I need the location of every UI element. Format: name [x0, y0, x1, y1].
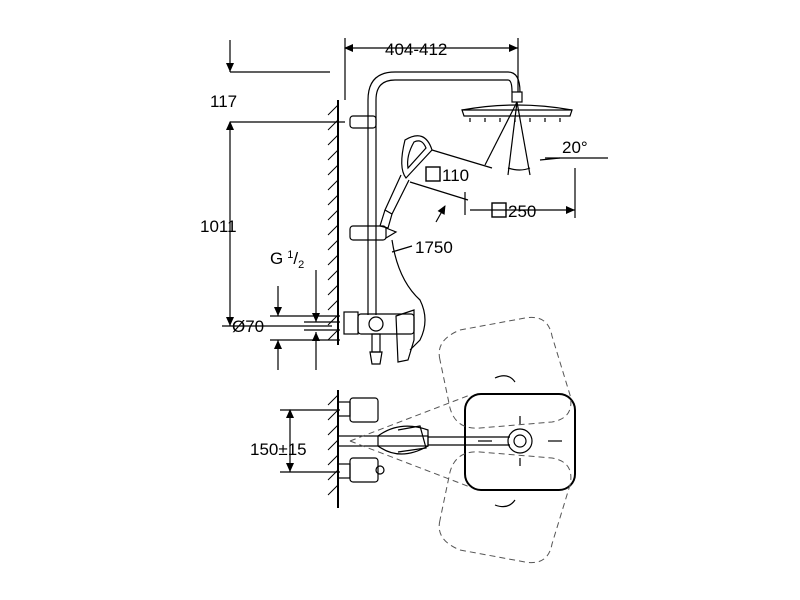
- width-span-label: 404-412: [385, 40, 447, 59]
- hand-shower: [379, 135, 433, 229]
- thread-frac-den: 2: [298, 259, 304, 271]
- thread-frac-slash: /: [293, 249, 298, 268]
- tilt-angle-label: 20°: [562, 138, 588, 157]
- hand-shower-size-label: 110: [425, 166, 469, 185]
- height-offset-label: 117: [210, 92, 237, 111]
- svg-text:250: 250: [508, 202, 536, 221]
- head-shower-size-label: 250: [491, 202, 536, 221]
- plan-view: [280, 316, 576, 564]
- center-distance-label: 150±15: [250, 440, 307, 459]
- thread-letter: G: [270, 249, 283, 268]
- wall-lower: [327, 390, 339, 508]
- wall-upper: [327, 100, 339, 345]
- dimension-lines: [222, 38, 608, 370]
- hose-length-label: 1750: [415, 238, 453, 257]
- vertical-span-label: 1011: [200, 217, 237, 236]
- square-symbol-icon: [491, 202, 507, 218]
- head-shower: [461, 91, 573, 176]
- diameter-label: Ø70: [232, 317, 264, 336]
- svg-text:110: 110: [442, 166, 469, 185]
- square-symbol-icon: [425, 166, 441, 182]
- thread-frac-num: 1: [287, 249, 293, 261]
- hose: [391, 239, 426, 351]
- shower-riser: [343, 71, 521, 365]
